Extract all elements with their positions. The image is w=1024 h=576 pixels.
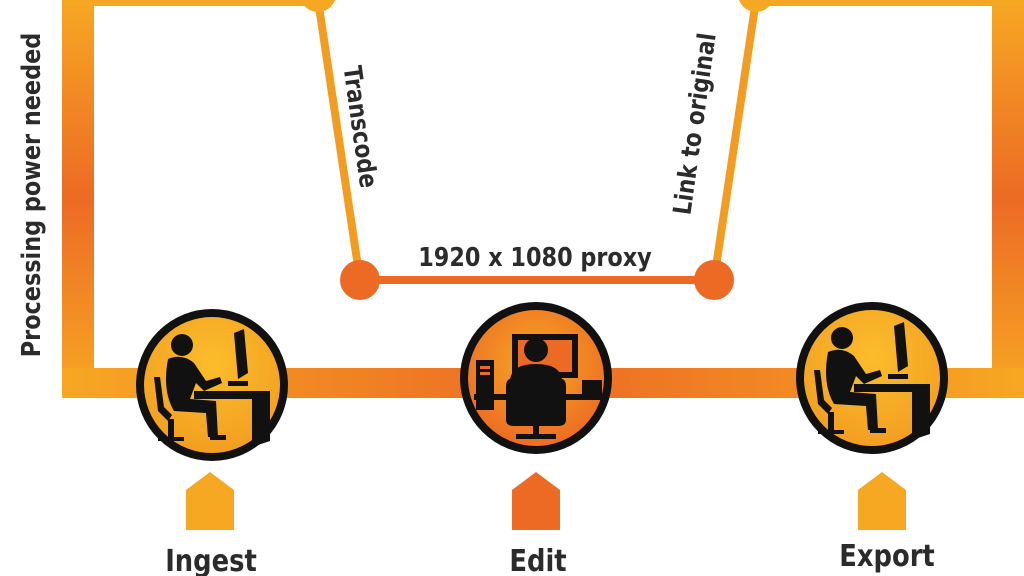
node-top-left <box>301 0 335 12</box>
stage-label-ingest: Ingest <box>165 543 257 576</box>
export-icon <box>800 306 944 450</box>
link-label: Link to original <box>668 31 722 216</box>
stage-label-export: Export <box>839 538 934 573</box>
proxy-label: 1920 x 1080 proxy <box>418 241 652 272</box>
ingest-arrow-icon <box>186 472 234 530</box>
ingest-icon <box>140 313 284 457</box>
top-right-bar <box>756 0 1024 6</box>
edit-icon <box>464 306 608 450</box>
node-top-right <box>739 0 773 12</box>
node-proxy-left <box>340 260 380 300</box>
transcode-line <box>314 0 364 284</box>
top-left-bar <box>62 0 320 6</box>
node-proxy-right <box>694 260 734 300</box>
export-arrow-icon <box>858 472 906 530</box>
edit-arrow-icon <box>512 472 560 530</box>
stage-label-edit: Edit <box>509 543 566 576</box>
link-line <box>710 0 760 284</box>
left-axis-label: Processing power needed <box>15 33 46 357</box>
left-power-bar <box>62 0 94 398</box>
right-power-bar <box>992 0 1024 398</box>
